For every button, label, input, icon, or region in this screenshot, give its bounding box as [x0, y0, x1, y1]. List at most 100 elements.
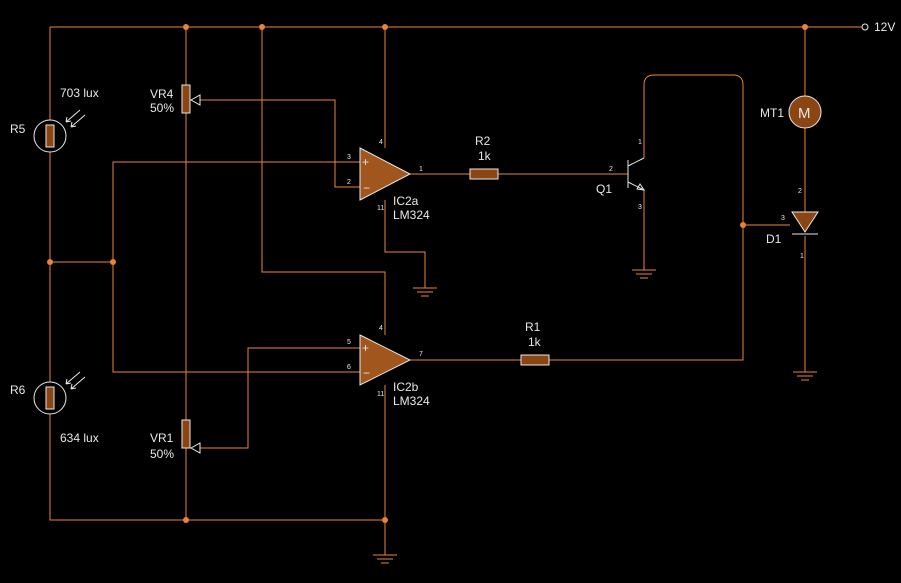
pin-label: 3: [781, 215, 785, 222]
resistor-r2-value: 1k: [478, 149, 492, 163]
junction-dot: [382, 517, 388, 523]
potentiometer-vr1-name: VR1: [150, 431, 174, 445]
pin-label: 6: [347, 364, 351, 371]
wire-left-bottom: [49, 414, 385, 521]
potentiometer-vr4: VR4 50%: [150, 84, 201, 115]
potentiometer-vr1-body: [181, 419, 191, 449]
ground-icon: [793, 371, 817, 381]
junction-dot: [259, 24, 265, 30]
opamp-ic2b-part: LM324: [393, 394, 430, 408]
pin-label: 1: [419, 166, 423, 173]
ldr-r5-value: 703 lux: [60, 86, 99, 100]
ldr-r6-icon: [33, 381, 67, 415]
wiper-arrow-icon: [189, 442, 201, 454]
ground-icon: [413, 287, 437, 297]
pin-label: 2: [609, 166, 613, 173]
pin-label: 11: [377, 391, 384, 398]
motor-symbol: M: [798, 105, 811, 122]
transistor-q1-emitter: [627, 181, 645, 191]
opamp-ic2b: + − 5 6 7 4 11 IC2b LM324: [347, 325, 430, 408]
pin-label: 5: [347, 339, 351, 346]
ground-icon: [632, 269, 656, 279]
junction-dot: [382, 24, 388, 30]
ldr-r5-name: R5: [10, 122, 26, 136]
resistor-r2-body: [469, 168, 499, 180]
wire-ic2a-gnd: [384, 200, 426, 288]
supply-terminal-icon: [861, 23, 869, 31]
potentiometer-vr4-name: VR4: [150, 87, 174, 101]
light-arrow-icon: [65, 109, 86, 128]
pin-label: 4: [379, 139, 383, 146]
pin-label: 1: [638, 139, 642, 146]
opamp-ic2a-part: LM324: [393, 208, 430, 222]
ldr-r6: R6 634 lux: [10, 371, 99, 445]
opamp-ic2a: + − 3 2 1 4 11 IC2a LM324: [347, 139, 430, 222]
wire-ref-to-ic2b-minus: [112, 262, 360, 373]
junction-dot: [183, 517, 189, 523]
motor-mt1-name: MT1: [760, 106, 784, 120]
ldr-r5-body: [45, 124, 55, 148]
ground-q1: [632, 269, 656, 279]
junction-dot: [183, 24, 189, 30]
wire-vr1-wiper: [200, 347, 360, 449]
plus-sign-icon: +: [362, 155, 369, 169]
junction-dot: [110, 259, 116, 265]
pin-label: 7: [419, 351, 423, 358]
wire-vr4-wiper: [200, 99, 360, 188]
junction-dot: [47, 259, 53, 265]
pin-label: 2: [347, 179, 351, 186]
ground-main: [373, 554, 397, 564]
plus-sign-icon: +: [362, 341, 369, 355]
ground-d1: [793, 371, 817, 381]
supply-terminal: 12V: [861, 20, 895, 34]
opamp-ic2a-name: IC2a: [393, 194, 419, 208]
potentiometer-vr1-value: 50%: [150, 447, 174, 461]
motor-icon: [788, 95, 822, 129]
wires: [49, 26, 862, 555]
thyristor-icon: [791, 211, 819, 233]
minus-sign-icon: −: [363, 366, 370, 380]
ground-icon: [373, 554, 397, 564]
opamp-ic2b-name: IC2b: [393, 380, 419, 394]
transistor-q1-name: Q1: [596, 182, 612, 196]
resistor-r2: R2 1k: [469, 134, 499, 180]
ldr-r5: R5 703 lux: [10, 86, 99, 153]
resistor-r2-name: R2: [475, 134, 491, 148]
pin-label: 1: [800, 253, 804, 260]
opamp-ic2b-icon: [359, 334, 412, 386]
thyristor-d1: 3 1 D1: [766, 211, 819, 260]
ldr-r6-body: [45, 386, 55, 410]
resistor-r1-body: [520, 354, 550, 366]
pin-label: 11: [377, 205, 384, 212]
potentiometer-vr4-body: [181, 84, 191, 114]
supply-label: 12V: [874, 20, 895, 34]
pin-label: 3: [347, 154, 351, 161]
pin-label: 2: [798, 188, 802, 195]
ldr-r6-name: R6: [10, 383, 26, 397]
junctions: [47, 24, 808, 523]
opamp-ic2a-icon: [359, 147, 412, 201]
resistor-r1-name: R1: [525, 320, 541, 334]
resistor-r1-value: 1k: [528, 335, 542, 349]
transistor-q1: 1 2 3 Q1: [596, 139, 646, 211]
motor-mt1: M MT1 2: [760, 95, 822, 195]
thyristor-d1-name: D1: [766, 232, 782, 246]
transistor-q1-collector: [627, 157, 645, 167]
light-arrow-icon: [65, 371, 86, 390]
resistor-r1: R1 1k: [520, 320, 550, 366]
wire-ref-to-ic2a-plus: [112, 161, 360, 262]
pin-label: 4: [379, 325, 383, 332]
wiper-arrow-icon: [189, 94, 201, 106]
junction-dot: [740, 222, 746, 228]
wire-r1-out: [549, 225, 744, 361]
potentiometer-vr1: VR1 50%: [150, 419, 201, 461]
wire-q1-collector: [643, 74, 744, 225]
junction-dot: [802, 24, 808, 30]
ground-ic2a: [413, 287, 437, 297]
emitter-arrow-icon: [636, 183, 646, 191]
potentiometer-vr4-value: 50%: [150, 101, 174, 115]
pin-label: 3: [638, 204, 642, 211]
wire-supply-ic2b: [261, 27, 386, 335]
ldr-r6-value: 634 lux: [60, 431, 99, 445]
